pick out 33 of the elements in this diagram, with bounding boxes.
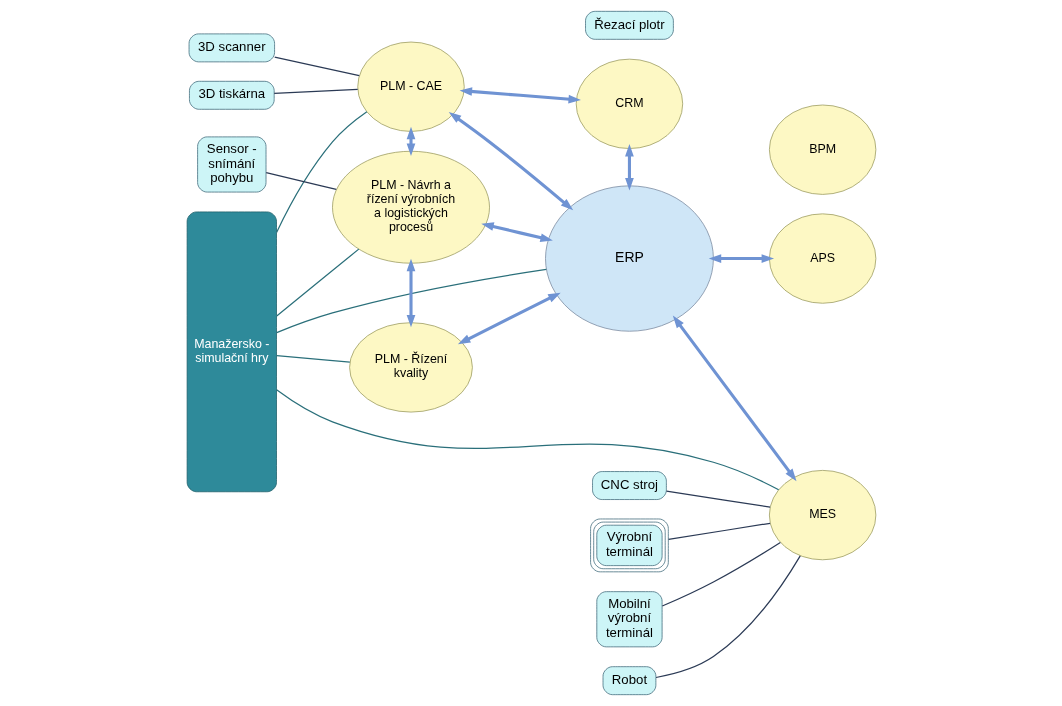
node-box: CNC stroj bbox=[591, 471, 667, 500]
connector bbox=[275, 268, 547, 334]
node-ellipse: CRM bbox=[575, 58, 683, 149]
connector bbox=[275, 248, 359, 317]
node-ellipse: BPM bbox=[768, 104, 876, 195]
node-ellipse: APS bbox=[768, 213, 876, 304]
connector bbox=[275, 111, 367, 234]
arrow bbox=[448, 112, 573, 211]
connector bbox=[265, 171, 337, 191]
node-box: Mobilní výrobní terminál bbox=[595, 591, 662, 648]
connector bbox=[667, 522, 771, 540]
connector bbox=[273, 56, 360, 77]
connector bbox=[275, 355, 350, 363]
arrow bbox=[672, 315, 796, 482]
arrow bbox=[459, 87, 581, 104]
connector bbox=[654, 555, 801, 679]
node-box: Robot bbox=[602, 666, 656, 696]
node-box: 3D scanner bbox=[188, 33, 275, 63]
arrow bbox=[708, 254, 774, 263]
arrow bbox=[406, 258, 415, 328]
node-ellipse: PLM - Návrh a řízení výrobních a logistických procesů bbox=[331, 150, 490, 264]
arrow bbox=[624, 143, 634, 191]
node-box: Řezací plotr bbox=[584, 10, 674, 40]
node-box: Manažersko - simulační hry bbox=[186, 211, 277, 493]
connector bbox=[661, 541, 781, 607]
arrow bbox=[480, 222, 553, 242]
node-box: 3D tiskárna bbox=[188, 80, 275, 110]
connector bbox=[665, 490, 771, 508]
arrow bbox=[457, 292, 561, 345]
node-ellipse: PLM - CAE bbox=[356, 41, 465, 132]
connector bbox=[273, 88, 358, 94]
connector bbox=[275, 389, 779, 491]
node-box: Sensor - snímání pohybu bbox=[196, 136, 266, 193]
